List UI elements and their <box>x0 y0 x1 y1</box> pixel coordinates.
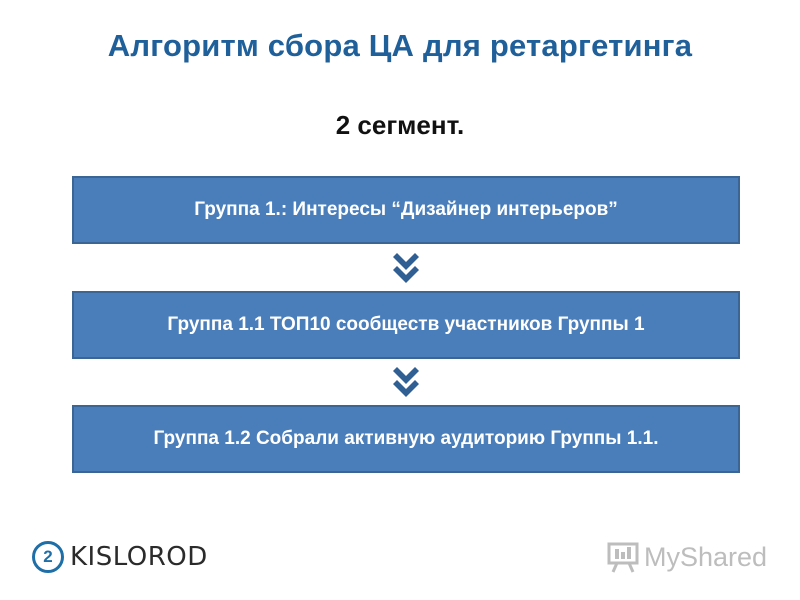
step-box-3: Группа 1.2 Собрали активную аудиторию Гр… <box>72 405 740 473</box>
slide-title: Алгоритм сбора ЦА для ретаргетинга <box>107 28 693 63</box>
step-box-2: Группа 1.1 ТОП10 сообществ участников Гр… <box>72 291 740 359</box>
myshared-text: MyShared <box>644 541 768 572</box>
kislorod-logo: 2 KISLOROD <box>32 536 208 578</box>
step-box-3-label: Группа 1.2 Собрали активную аудиторию Гр… <box>153 428 659 449</box>
arrow-down-icon <box>393 367 419 397</box>
arrow-down-icon <box>393 253 419 283</box>
kislorod-logo-mark: 2 <box>32 541 64 573</box>
slide-subtitle: 2 сегмент. <box>335 110 465 140</box>
step-box-1-label: Группа 1.: Интересы “Дизайнер интерьеров… <box>194 199 618 220</box>
kislorod-logo-text: KISLOROD <box>70 542 208 572</box>
step-box-1: Группа 1.: Интересы “Дизайнер интерьеров… <box>72 176 740 244</box>
myshared-watermark: MyShared <box>606 537 767 577</box>
step-box-2-label: Группа 1.1 ТОП10 сообществ участников Гр… <box>167 314 645 335</box>
presentation-board-icon <box>607 542 639 573</box>
